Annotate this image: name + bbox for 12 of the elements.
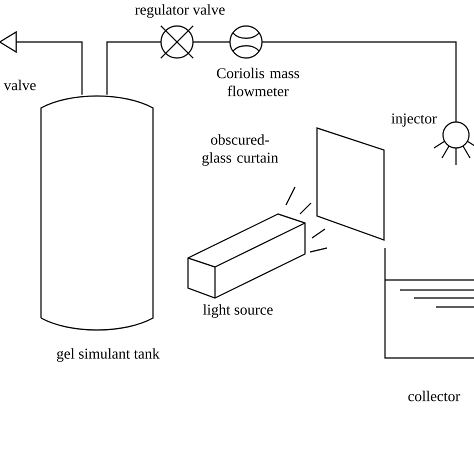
node-label: valve: [4, 80, 36, 90]
node-label: gel simulant tank: [56, 348, 160, 362]
pipe: [106, 41, 161, 95]
node-label: injector: [391, 113, 437, 127]
collector-tank: collector: [384, 247, 474, 402]
pipe: [16, 41, 83, 95]
node-label: regulator valve: [135, 4, 225, 18]
node-label: obscured-glass curtain: [202, 134, 278, 166]
pipe: [262, 41, 457, 122]
pipe: [193, 41, 230, 43]
node-label: Coriolis mass flowmeter: [216, 68, 300, 96]
injector: injector: [391, 113, 474, 166]
